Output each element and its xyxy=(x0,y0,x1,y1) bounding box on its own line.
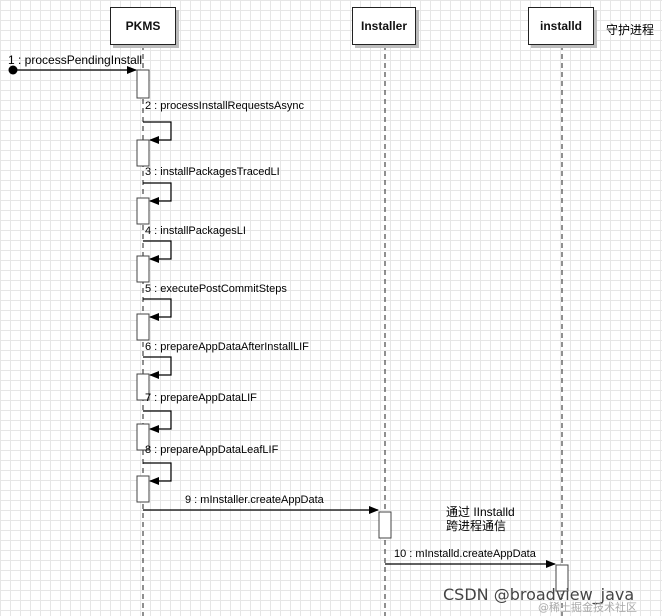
message-arrow-2 xyxy=(143,121,172,144)
activation-box xyxy=(136,255,150,283)
activation-box xyxy=(136,423,150,451)
message-arrow-3 xyxy=(143,182,172,205)
watermark: CSDN @broadview_java xyxy=(443,585,635,604)
message-label-5: 5 : executePostCommitSteps xyxy=(145,283,287,295)
message-label-9: 9 : mInstaller.createAppData xyxy=(185,494,325,506)
activation-box xyxy=(136,139,150,167)
watermark-sub: @稀土掘金技术社区 xyxy=(538,601,637,614)
message-arrow-4 xyxy=(143,240,172,263)
message-label-8: 8 : prepareAppDataLeafLIF xyxy=(145,444,279,456)
message-arrow-6 xyxy=(143,356,172,379)
ipc-note: 通过 IInstalld 跨进程通信 xyxy=(446,505,515,533)
participant-installd: installd xyxy=(528,7,594,45)
message-arrow-7 xyxy=(143,410,172,433)
message-label-4: 4 : installPackagesLI xyxy=(145,225,246,237)
message-label-6: 6 : prepareAppDataAfterInstallLIF xyxy=(145,341,309,353)
message-arrow-5 xyxy=(143,298,172,321)
activation-box xyxy=(136,313,150,341)
activation-box xyxy=(555,564,569,592)
participant-pkms: PKMS xyxy=(110,7,176,45)
activation-box xyxy=(136,373,150,401)
message-label-10: 10 : mInstalld.createAppData xyxy=(394,548,537,560)
message-label-2: 2 : processInstallRequestsAsync xyxy=(145,100,304,112)
activation-box xyxy=(136,197,150,225)
message-label-1: 1 : processPendingInstall xyxy=(8,53,142,67)
activation-box xyxy=(136,69,150,99)
activation-box xyxy=(136,475,150,503)
message-label-3: 3 : installPackagesTracedLI xyxy=(145,166,280,178)
message-arrow-8 xyxy=(143,462,172,485)
message-label-7: 7 : prepareAppDataLIF xyxy=(145,392,257,404)
participant-installer: Installer xyxy=(352,7,416,45)
activation-box xyxy=(378,511,392,539)
daemon-label: 守护进程 xyxy=(606,23,655,37)
